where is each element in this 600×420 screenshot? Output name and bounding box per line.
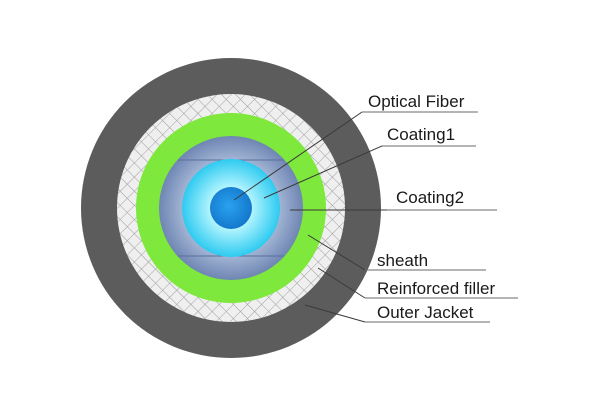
outer-jacket-leader (304, 304, 366, 323)
reinforced-filler-leader (317, 267, 366, 299)
coating1-leader (263, 145, 383, 199)
optical-fiber-core (210, 187, 252, 229)
leader-lines (233, 111, 387, 323)
optical-fiber-leader (233, 111, 363, 201)
reinforced-filler-label: Reinforced filler (377, 279, 495, 298)
coating1-label: Coating1 (387, 125, 455, 144)
coating2-label: Coating2 (396, 188, 464, 207)
sheath-leader (307, 234, 366, 271)
sheath-label: sheath (377, 251, 428, 270)
outer-jacket-label: Outer Jacket (377, 303, 474, 322)
optical-fiber-label: Optical Fiber (368, 92, 465, 111)
